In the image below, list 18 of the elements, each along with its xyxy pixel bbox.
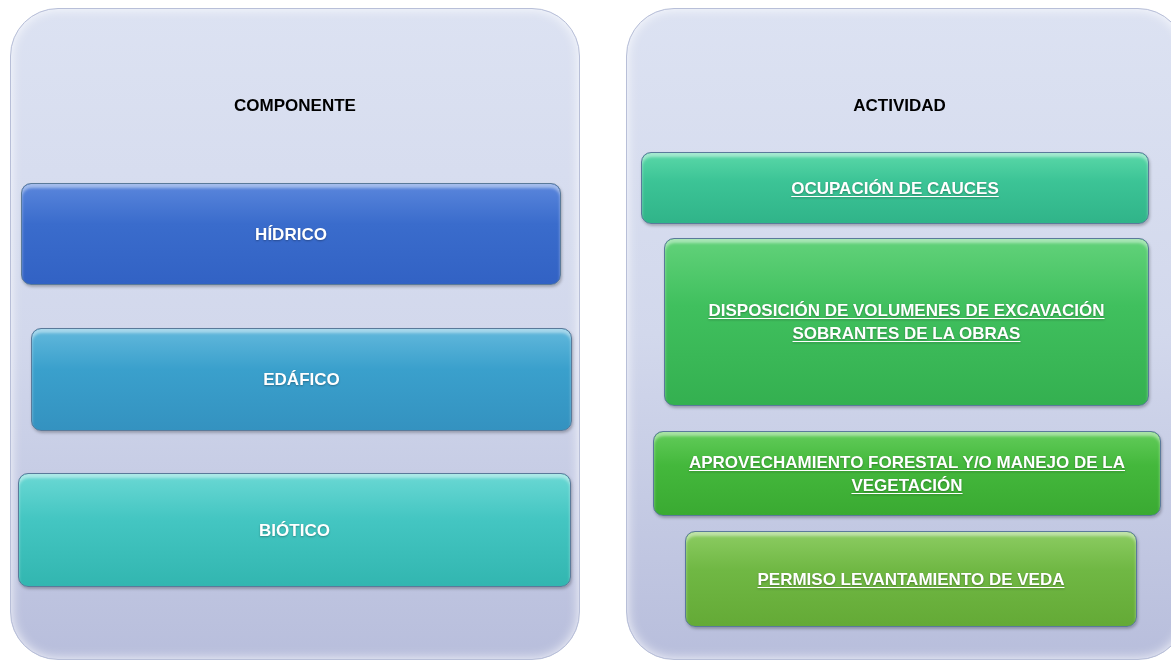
category-box [21,183,561,285]
box-label: DISPOSICIÓN DE VOLUMENES DE EXCAVACIÓN SOBRANTES DE LA OBRAS [707,300,1106,345]
category-box [31,328,572,431]
category-box [641,152,1149,224]
box-label: HÍDRICO [255,223,327,246]
category-box [653,431,1161,516]
panel-background [10,8,580,660]
panel-heading: COMPONENTE [233,95,357,117]
box-label: APROVECHAMIENTO FORESTAL Y/O MANEJO DE LA VEGETACIÓN [687,451,1127,497]
box-label: BIÓTICO [259,519,330,542]
panel-heading: ACTIVIDAD [852,95,947,117]
category-box [685,531,1137,627]
box-label: PERMISO LEVANTAMIENTO DE VEDA [757,568,1065,591]
box-label: EDÁFICO [263,369,340,391]
category-box [18,473,571,587]
panel-background [626,8,1171,660]
box-label: OCUPACIÓN DE CAUCES [791,177,999,200]
category-box [664,238,1149,406]
